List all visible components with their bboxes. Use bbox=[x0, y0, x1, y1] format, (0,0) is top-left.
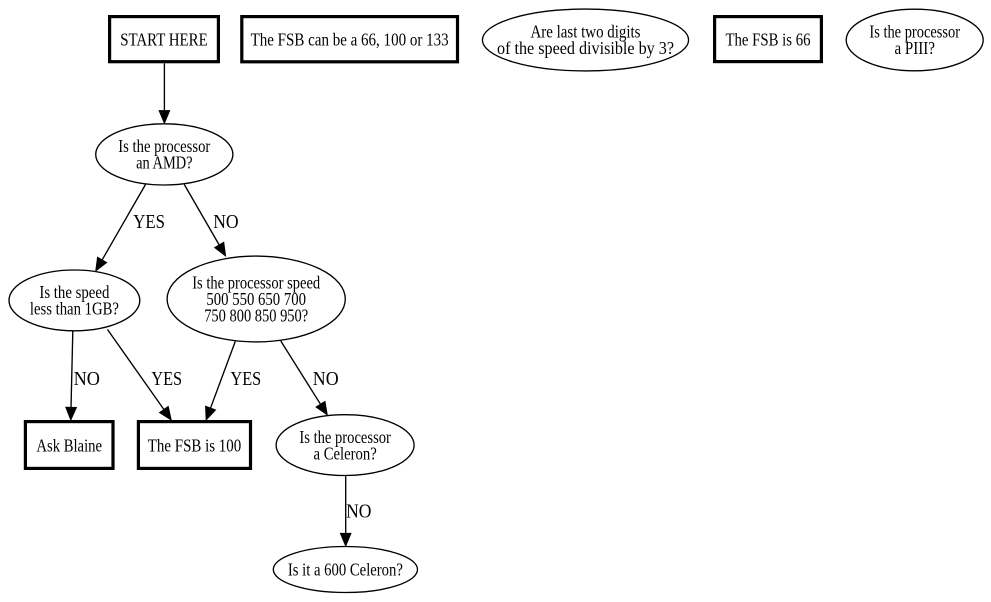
svg-text:a Celeron?: a Celeron? bbox=[314, 443, 377, 463]
svg-text:Are last two digits: Are last two digits bbox=[531, 22, 641, 42]
svg-text:The FSB is 100: The FSB is 100 bbox=[148, 435, 241, 455]
svg-text:YES: YES bbox=[231, 368, 262, 390]
svg-text:750 800 850 950?: 750 800 850 950? bbox=[204, 306, 308, 326]
svg-text:YES: YES bbox=[133, 211, 165, 233]
svg-text:Is the processor speed: Is the processor speed bbox=[192, 273, 320, 293]
svg-text:Is the processor: Is the processor bbox=[118, 136, 210, 156]
svg-text:less than 1GB?: less than 1GB? bbox=[30, 299, 119, 319]
svg-text:Is the speed: Is the speed bbox=[39, 282, 109, 302]
svg-text:Is the processor: Is the processor bbox=[869, 22, 960, 42]
svg-text:an AMD?: an AMD? bbox=[136, 153, 193, 173]
svg-text:START HERE: START HERE bbox=[120, 30, 208, 50]
svg-text:NO: NO bbox=[213, 211, 238, 233]
svg-text:a PIII?: a PIII? bbox=[895, 38, 935, 58]
svg-text:YES: YES bbox=[151, 368, 182, 390]
svg-text:of the speed divisible by 3?: of the speed divisible by 3? bbox=[497, 38, 674, 58]
svg-text:The FSB can be a 66, 100 or 13: The FSB can be a 66, 100 or 133 bbox=[251, 30, 449, 50]
svg-text:NO: NO bbox=[346, 500, 371, 522]
svg-text:The FSB is 66: The FSB is 66 bbox=[726, 30, 811, 50]
svg-text:500 550 650 700: 500 550 650 700 bbox=[206, 289, 306, 309]
svg-text:Is it a 600 Celeron?: Is it a 600 Celeron? bbox=[288, 559, 403, 579]
svg-text:Ask Blaine: Ask Blaine bbox=[36, 435, 102, 455]
svg-text:NO: NO bbox=[74, 368, 100, 390]
svg-text:NO: NO bbox=[313, 368, 339, 390]
svg-text:Is the processor: Is the processor bbox=[299, 427, 391, 447]
